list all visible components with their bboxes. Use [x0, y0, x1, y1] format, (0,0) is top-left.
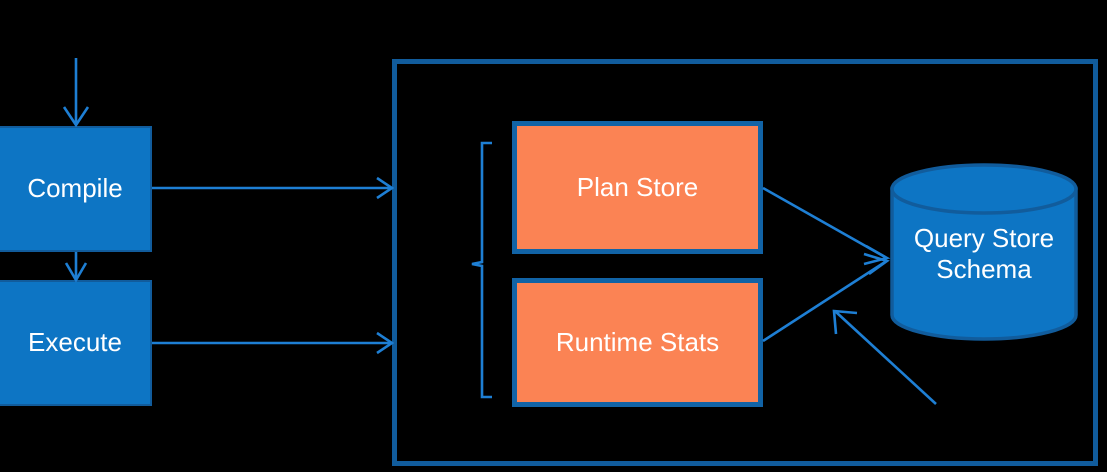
execute-box[interactable]: Execute: [0, 280, 152, 406]
execute-to-container-arrow: [152, 331, 395, 355]
plan-store-label: Plan Store: [576, 171, 699, 202]
runtime-stats-label: Runtime Stats: [555, 326, 720, 357]
execute-label: Execute: [28, 327, 122, 358]
runtime-stats-box[interactable]: Runtime Stats: [512, 278, 763, 407]
compile-label: Compile: [27, 173, 123, 204]
compile-box[interactable]: Compile: [0, 126, 152, 252]
query-store-schema-label: Query Store Schema: [889, 223, 1079, 285]
compile-to-container-arrow: [152, 176, 395, 200]
query-store-schema-label-line1: Query Store: [913, 223, 1055, 253]
compile-to-execute-arrow: [64, 252, 88, 283]
cylinder-shape: [890, 163, 1078, 341]
input-to-compile-arrow: [62, 58, 90, 128]
query-store-schema-cylinder[interactable]: Query Store Schema: [889, 163, 1079, 341]
query-store-schema-label-line2: Schema: [936, 254, 1032, 285]
query-store-container: [392, 59, 1098, 466]
plan-store-box[interactable]: Plan Store: [512, 121, 763, 254]
